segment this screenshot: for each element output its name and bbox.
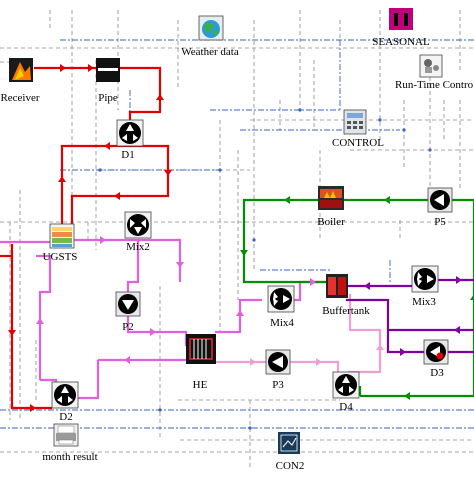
boiler-component[interactable]: Boiler bbox=[317, 186, 345, 228]
p2-pump[interactable]: P2 bbox=[115, 291, 141, 333]
pump-icon bbox=[427, 187, 453, 213]
boiler-icon bbox=[318, 186, 344, 210]
con2-label: CON2 bbox=[276, 460, 305, 472]
controller-icon bbox=[423, 339, 449, 365]
diverter-icon bbox=[51, 381, 79, 409]
seasonal-label: SEASONAL bbox=[372, 36, 430, 48]
month-result-component[interactable]: month result bbox=[42, 423, 98, 463]
d2-label: D2 bbox=[59, 411, 72, 423]
p3-pump[interactable]: P3 bbox=[265, 349, 291, 391]
he-label: HE bbox=[193, 379, 208, 391]
storage-tank-icon bbox=[49, 223, 75, 249]
red-collector-loop bbox=[0, 66, 170, 410]
buffertank-label: Buffertank bbox=[322, 305, 370, 317]
boiler-label: Boiler bbox=[317, 216, 345, 228]
calculator-icon bbox=[343, 109, 367, 135]
d3-label: D3 bbox=[430, 367, 444, 379]
mix3-label: Mix3 bbox=[412, 296, 436, 308]
line-dots bbox=[98, 108, 432, 430]
weather-data-component[interactable]: Weather data bbox=[181, 15, 239, 58]
he-heat-exchanger[interactable]: HE bbox=[186, 334, 216, 391]
globe-icon bbox=[198, 15, 224, 41]
pipe-label: Pipe bbox=[98, 92, 118, 104]
info-signal-lines bbox=[0, 39, 474, 429]
seasonal-component[interactable]: SEASONAL bbox=[372, 8, 430, 48]
con2-component[interactable]: CON2 bbox=[276, 432, 305, 472]
mix3-mixer[interactable]: Mix3 bbox=[411, 265, 439, 308]
pump-icon bbox=[115, 291, 141, 317]
receiver-component[interactable]: Receiver bbox=[0, 58, 40, 104]
mixer-icon bbox=[411, 265, 439, 293]
ugsts-component[interactable]: UGSTS bbox=[43, 223, 78, 263]
receiver-label: Receiver bbox=[0, 92, 39, 104]
pipe-icon bbox=[96, 58, 120, 82]
buffertank-component[interactable]: Buffertank bbox=[322, 274, 370, 317]
diverter-icon bbox=[332, 371, 360, 399]
d2-diverter[interactable]: D2 bbox=[51, 381, 79, 423]
d1-label: D1 bbox=[121, 149, 134, 161]
d4-label: D4 bbox=[339, 401, 353, 413]
mix4-mixer[interactable]: Mix4 bbox=[267, 285, 295, 329]
solar-receiver-icon bbox=[9, 58, 33, 82]
control-component[interactable]: CONTROL bbox=[332, 109, 384, 149]
mix2-label: Mix2 bbox=[126, 241, 150, 253]
flow-arrows bbox=[8, 64, 474, 412]
p5-pump[interactable]: P5 bbox=[427, 187, 453, 228]
mix4-label: Mix4 bbox=[270, 317, 294, 329]
runtime-control-icon bbox=[419, 54, 443, 78]
p5-label: P5 bbox=[434, 216, 446, 228]
month-result-label: month result bbox=[42, 451, 97, 463]
pipe-component[interactable]: Pipe bbox=[96, 58, 120, 104]
mixer-icon bbox=[124, 211, 152, 239]
runtime-control-label: Run-Time Contro bbox=[395, 79, 474, 91]
ugsts-label: UGSTS bbox=[43, 251, 78, 263]
controller-icon bbox=[278, 432, 300, 454]
mixer-icon bbox=[267, 285, 295, 313]
weather-data-label: Weather data bbox=[181, 46, 239, 58]
p2-label: P2 bbox=[122, 321, 134, 333]
runtime-control-component[interactable]: Run-Time Contro bbox=[395, 54, 474, 91]
d3-controller[interactable]: D3 bbox=[423, 339, 449, 379]
mix2-mixer[interactable]: Mix2 bbox=[124, 211, 152, 253]
d4-diverter[interactable]: D4 bbox=[332, 371, 360, 413]
buffer-tank-icon bbox=[326, 274, 348, 298]
diverter-icon bbox=[116, 119, 144, 147]
pump-icon bbox=[265, 349, 291, 375]
p3-label: P3 bbox=[272, 379, 284, 391]
heat-exchanger-icon bbox=[186, 334, 216, 364]
printer-icon bbox=[53, 423, 79, 447]
calendar-icon bbox=[389, 8, 413, 30]
d1-diverter[interactable]: D1 bbox=[116, 119, 144, 161]
control-label: CONTROL bbox=[332, 137, 384, 149]
